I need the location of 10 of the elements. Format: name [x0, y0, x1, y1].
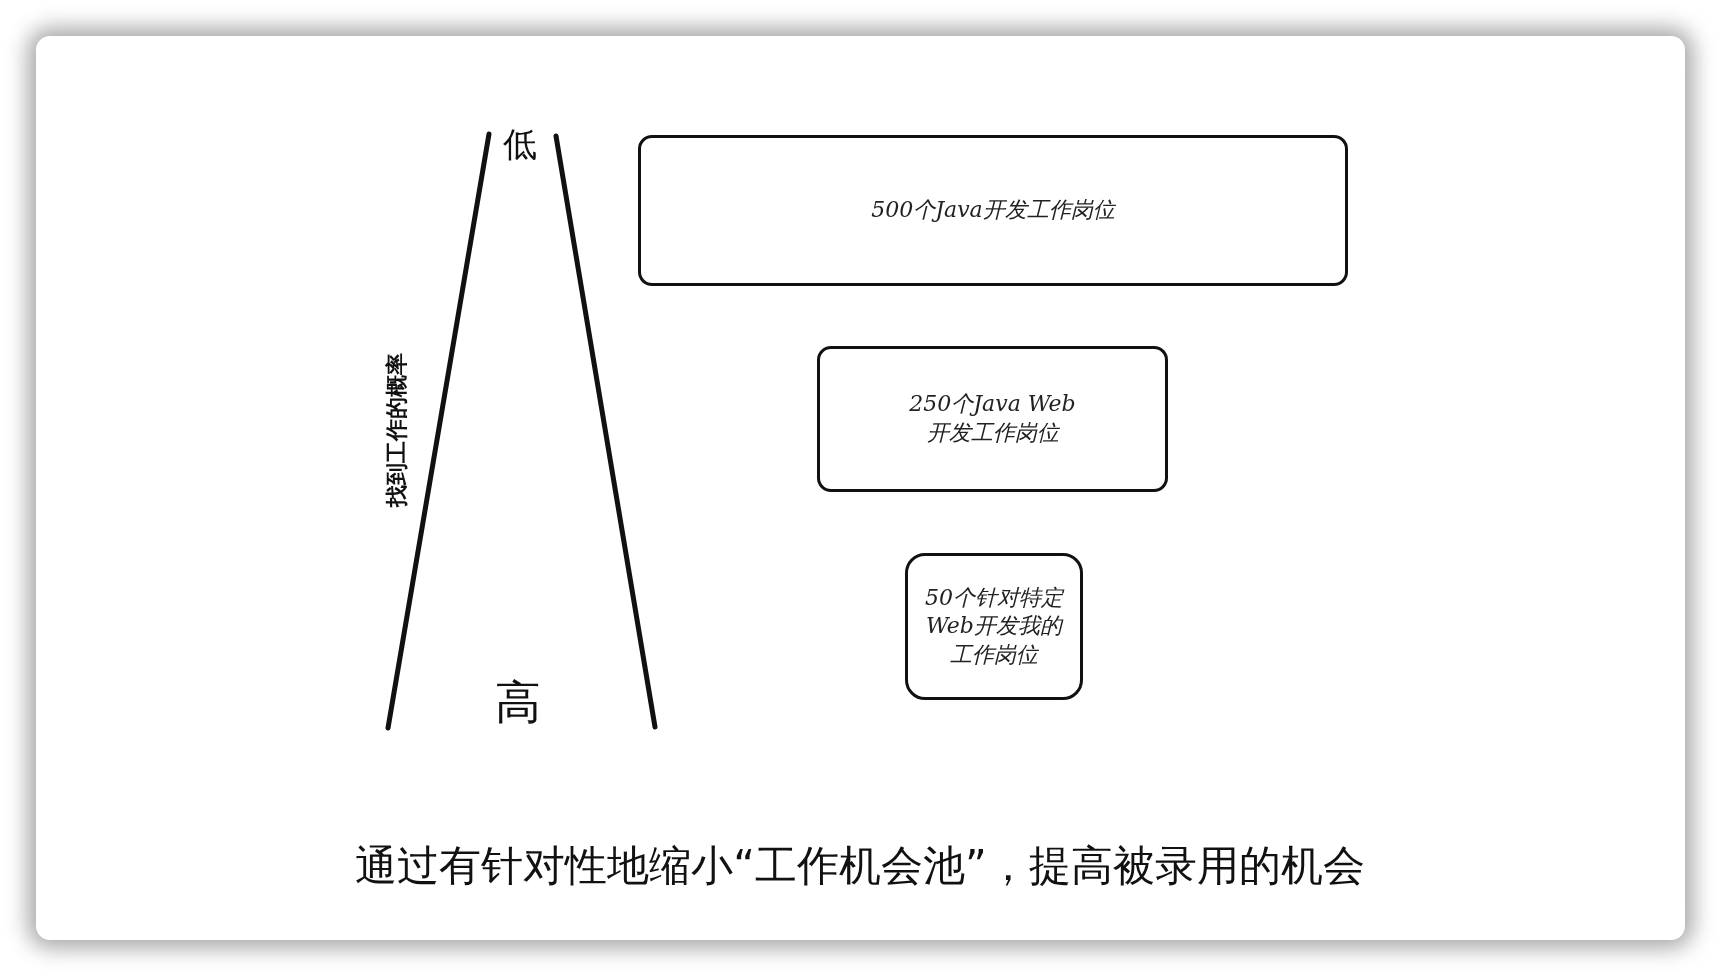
job-pool-box — [905, 553, 1083, 700]
low-label: 低 — [503, 123, 537, 166]
job-pool-box — [638, 135, 1348, 286]
caption: 通过有针对性地缩小“工作机会池”，提高被录用的机会 — [355, 840, 1365, 892]
job-pool-box — [817, 346, 1168, 492]
box-text: 500个Java开发工作岗位 — [871, 196, 1115, 225]
box-text: 250个Java Web开发工作岗位 — [908, 390, 1077, 447]
axis-label: 找到工作的概率 — [383, 353, 410, 507]
box-text: 50个针对特定Web开发我的工作岗位 — [924, 583, 1066, 669]
high-label: 高 — [495, 674, 541, 731]
